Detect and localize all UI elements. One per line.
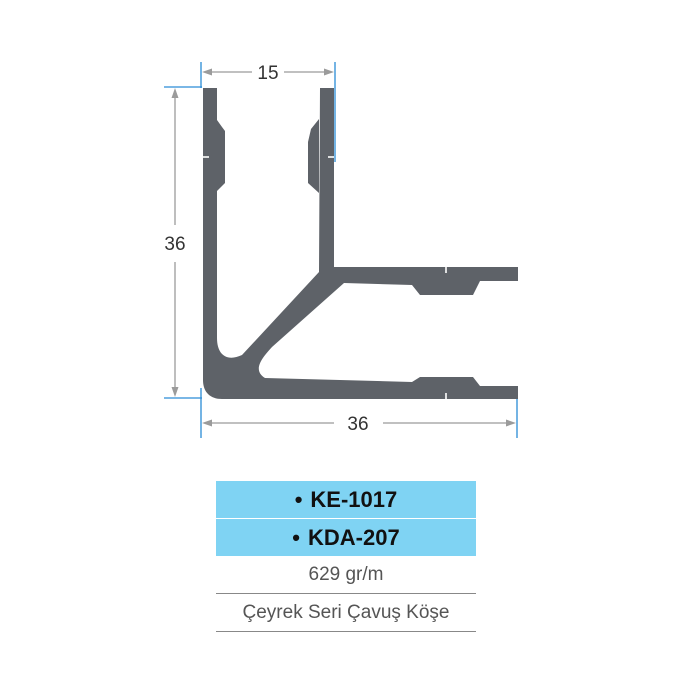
- top-width-label: 15: [257, 63, 278, 84]
- product-code: KDA-207: [308, 524, 400, 550]
- bullet-icon: •: [292, 524, 300, 550]
- product-code: KE-1017: [310, 486, 398, 512]
- weight-value: 629 gr/m: [308, 563, 384, 585]
- description-row: Çeyrek Seri Çavuş Köşe: [216, 594, 476, 632]
- weight-row: 629 gr/m: [216, 556, 476, 594]
- product-description: Çeyrek Seri Çavuş Köşe: [242, 601, 450, 623]
- product-code-row: • KDA-207: [216, 518, 476, 556]
- height-label: 36: [164, 234, 185, 255]
- profile-drawing: 15 36 36: [164, 62, 518, 438]
- height-dimension: [171, 88, 179, 397]
- bottom-width-dimension: [202, 419, 516, 427]
- product-code-row: • KE-1017: [216, 481, 476, 518]
- spec-table: • KE-1017 • KDA-207 629 gr/m Çeyrek Seri…: [216, 481, 476, 632]
- bottom-width-label: 36: [347, 414, 368, 435]
- profile-grooves: [203, 156, 447, 399]
- top-width-dimension: [202, 68, 334, 76]
- bullet-icon: •: [294, 486, 303, 512]
- profile-section: [203, 88, 518, 399]
